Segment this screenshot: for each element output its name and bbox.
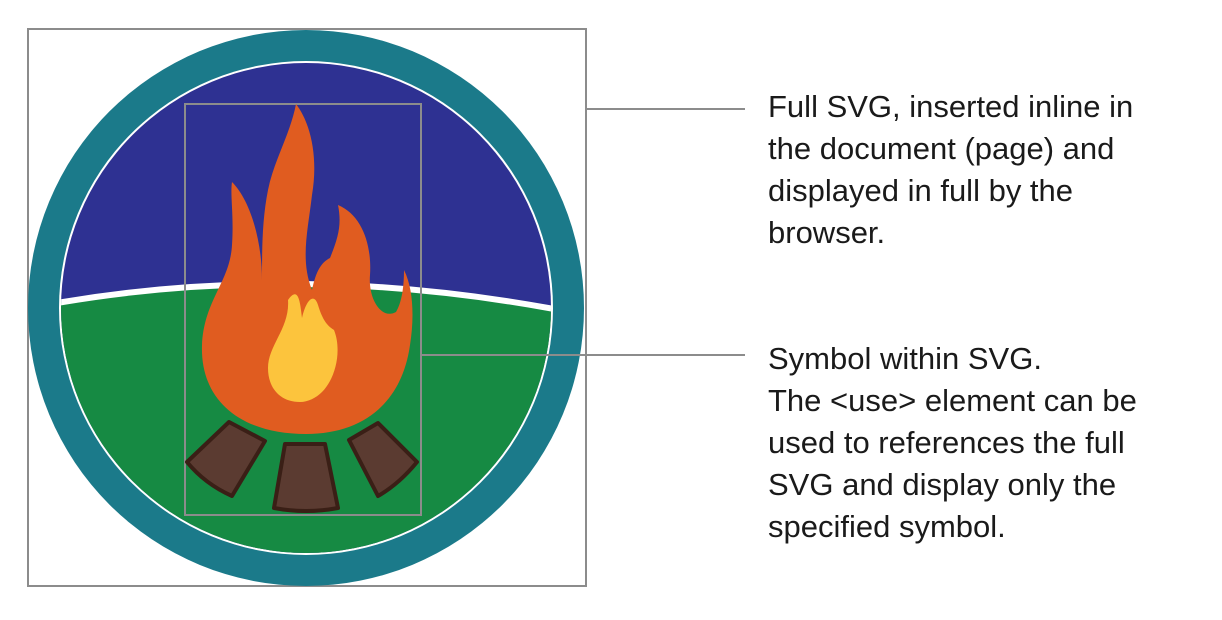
symbol-frame xyxy=(184,103,422,516)
callout-full-svg-line: Full SVG, inserted inline in xyxy=(768,89,1134,124)
log-icon-left xyxy=(185,420,267,498)
logs-group xyxy=(185,420,419,513)
callout-symbol-line: The <use> element can be xyxy=(768,383,1137,418)
flame-icon xyxy=(201,104,413,434)
callout-symbol-line: used to references the full xyxy=(768,425,1125,460)
callout-symbol-line: SVG and display only the xyxy=(768,467,1117,502)
callout-symbol-line: Symbol within SVG. xyxy=(768,341,1042,376)
flame-outer xyxy=(201,104,413,434)
callout-full-svg-line: the document (page) and xyxy=(768,131,1115,166)
callout-symbol-line: specified symbol. xyxy=(768,509,1006,544)
callout-symbol: Symbol within SVG. The <use> element can… xyxy=(768,338,1208,548)
log-icon-right xyxy=(347,421,419,498)
flame-inner xyxy=(268,294,338,402)
callout-full-svg-line: browser. xyxy=(768,215,886,250)
callout-full-svg: Full SVG, inserted inline in the documen… xyxy=(768,86,1208,254)
log-icon-center xyxy=(272,442,340,513)
full-svg-frame xyxy=(27,28,587,587)
callout-full-svg-line: displayed in full by the xyxy=(768,173,1074,208)
